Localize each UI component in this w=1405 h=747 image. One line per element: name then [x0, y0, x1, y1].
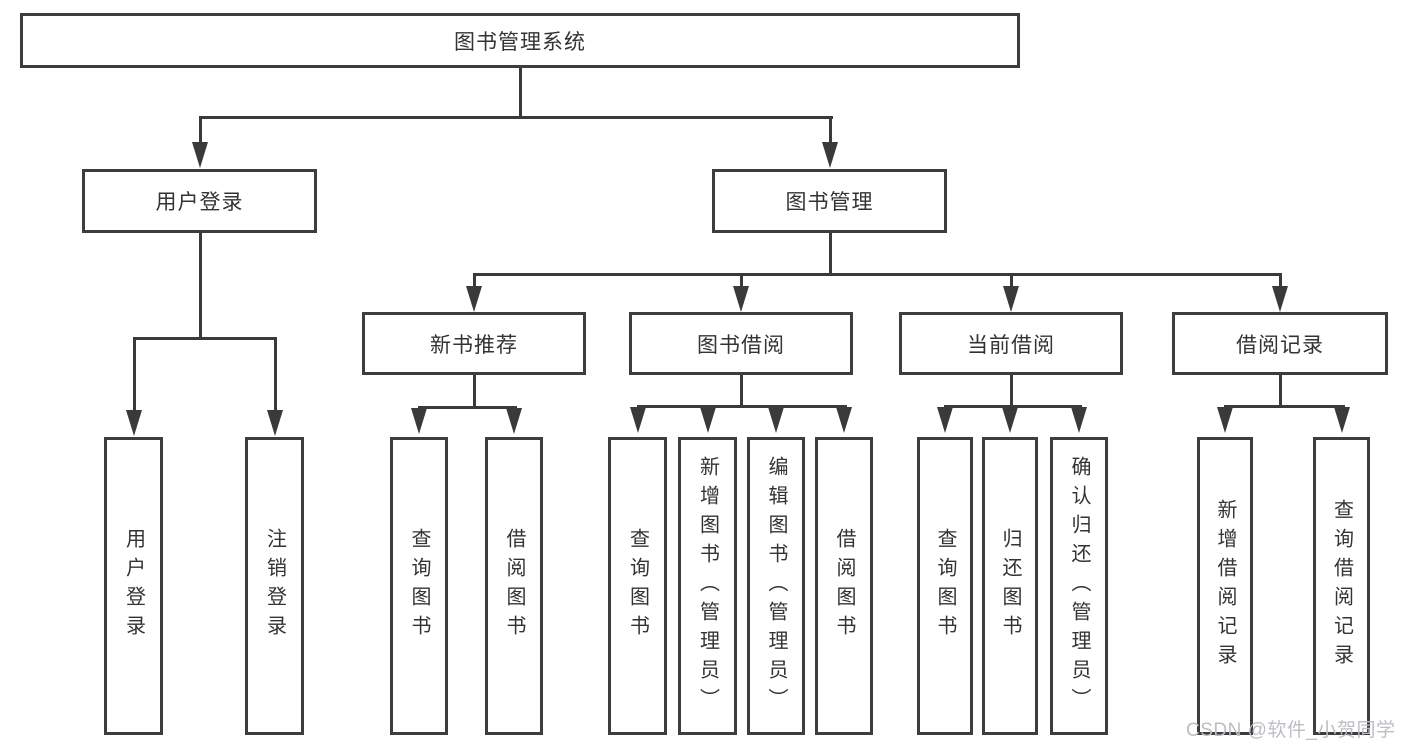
node-root-label: 图书管理系统 [454, 30, 586, 54]
leaf-logout-label: 注销登录 [263, 528, 286, 644]
arrowhead-leaf-logout [267, 410, 283, 436]
node-current-borrow: 当前借阅 [899, 312, 1123, 375]
connector-cb-drop [1010, 375, 1013, 408]
connector-current-borrow-stub [1010, 273, 1013, 290]
node-user-login: 用户登录 [82, 169, 317, 233]
leaf-cb-return-book-label: 归还图书 [999, 528, 1021, 644]
arrowhead-br-query-record [1334, 407, 1350, 433]
leaf-logout: 注销登录 [245, 437, 304, 735]
arrowhead-leaf-user-login [126, 410, 142, 436]
arrowhead-nb-borrow-book [506, 408, 522, 434]
connector-br-rail [1224, 405, 1345, 408]
leaf-bb-add-book: 新增图书（管理员） [678, 437, 737, 735]
connector-book-management-stub [829, 116, 832, 146]
leaf-bb-edit-book: 编辑图书（管理员） [747, 437, 805, 735]
node-new-book-recommend-label: 新书推荐 [430, 333, 518, 357]
node-borrow-records-label: 借阅记录 [1236, 333, 1324, 357]
leaf-bb-query-book: 查询图书 [608, 437, 667, 735]
connector-bb-rail [637, 405, 847, 408]
node-book-borrow-label: 图书借阅 [697, 333, 785, 357]
leaf-bb-borrow-book-label: 借阅图书 [833, 528, 855, 644]
leaf-br-query-record-label: 查询借阅记录 [1330, 499, 1353, 673]
node-new-book-recommend: 新书推荐 [362, 312, 586, 375]
connector-root-drop [519, 66, 522, 119]
arrowhead-current-borrow [1003, 286, 1019, 312]
leaf-bb-borrow-book: 借阅图书 [815, 437, 873, 735]
connector-user-login-rail [133, 337, 277, 340]
arrowhead-bb-borrow-book [836, 407, 852, 433]
leaf-cb-confirm-return-label: 确认归还（管理员） [1068, 455, 1090, 717]
arrowhead-nb-query-book [411, 408, 427, 434]
arrowhead-cb-return-book [1002, 407, 1018, 433]
arrowhead-bb-query-book [630, 407, 646, 433]
node-user-login-label: 用户登录 [155, 191, 244, 214]
csdn-watermark: CSDN @软件_小贺同学 [1186, 720, 1396, 741]
connector-user-login-stub [199, 116, 202, 146]
leaf-nb-borrow-book-label: 借阅图书 [503, 528, 525, 644]
node-book-borrow: 图书借阅 [629, 312, 853, 375]
arrowhead-new-book-recommend [466, 286, 482, 312]
leaf-cb-return-book: 归还图书 [982, 437, 1038, 735]
leaf-nb-query-book-label: 查询图书 [408, 528, 430, 644]
leaf-br-add-record-label: 新增借阅记录 [1214, 499, 1236, 673]
arrowhead-borrow-records [1272, 286, 1288, 312]
node-current-borrow-label: 当前借阅 [967, 333, 1055, 357]
connector-nb-drop [473, 375, 476, 409]
connector-bb-drop [740, 375, 743, 408]
node-root: 图书管理系统 [20, 13, 1020, 68]
connector-user-login-drop [199, 233, 202, 340]
arrowhead-bb-edit-book [768, 407, 784, 433]
leaf-cb-confirm-return: 确认归还（管理员） [1050, 437, 1108, 735]
arrowhead-bb-add-book [700, 407, 716, 433]
leaf-nb-query-book: 查询图书 [390, 437, 448, 735]
leaf-cb-query-book: 查询图书 [917, 437, 973, 735]
connector-br-drop [1279, 375, 1282, 408]
connector-cb-rail [944, 405, 1082, 408]
arrowhead-book-management [822, 142, 838, 168]
connector-book-borrow-stub [740, 273, 743, 290]
leaf-user-login: 用户登录 [104, 437, 163, 735]
connector-borrow-records-stub [1279, 273, 1282, 290]
connector-book-management-drop [829, 233, 832, 276]
leaf-nb-borrow-book: 借阅图书 [485, 437, 543, 735]
leaf-br-query-record: 查询借阅记录 [1313, 437, 1370, 735]
leaf-bb-query-book-label: 查询图书 [626, 528, 649, 644]
leaf-bb-add-book-label: 新增图书（管理员） [696, 455, 719, 717]
connector-level3-rail [473, 273, 1282, 276]
arrowhead-cb-query-book [937, 407, 953, 433]
connector-level2-rail [199, 116, 833, 119]
arrowhead-book-borrow [733, 286, 749, 312]
arrowhead-user-login [192, 142, 208, 168]
arrowhead-br-add-record [1217, 407, 1233, 433]
connector-leaf-user-login-stub [133, 337, 136, 414]
leaf-cb-query-book-label: 查询图书 [934, 528, 956, 644]
connector-new-book-recommend-stub [473, 273, 476, 290]
leaf-bb-edit-book-label: 编辑图书（管理员） [765, 455, 787, 717]
node-book-management-label: 图书管理 [785, 191, 874, 214]
leaf-user-login-label: 用户登录 [122, 528, 145, 644]
arrowhead-cb-confirm-return [1071, 407, 1087, 433]
node-book-management: 图书管理 [712, 169, 947, 233]
connector-nb-rail [418, 406, 517, 409]
connector-leaf-logout-stub [274, 337, 277, 414]
node-borrow-records: 借阅记录 [1172, 312, 1388, 375]
leaf-br-add-record: 新增借阅记录 [1197, 437, 1253, 735]
